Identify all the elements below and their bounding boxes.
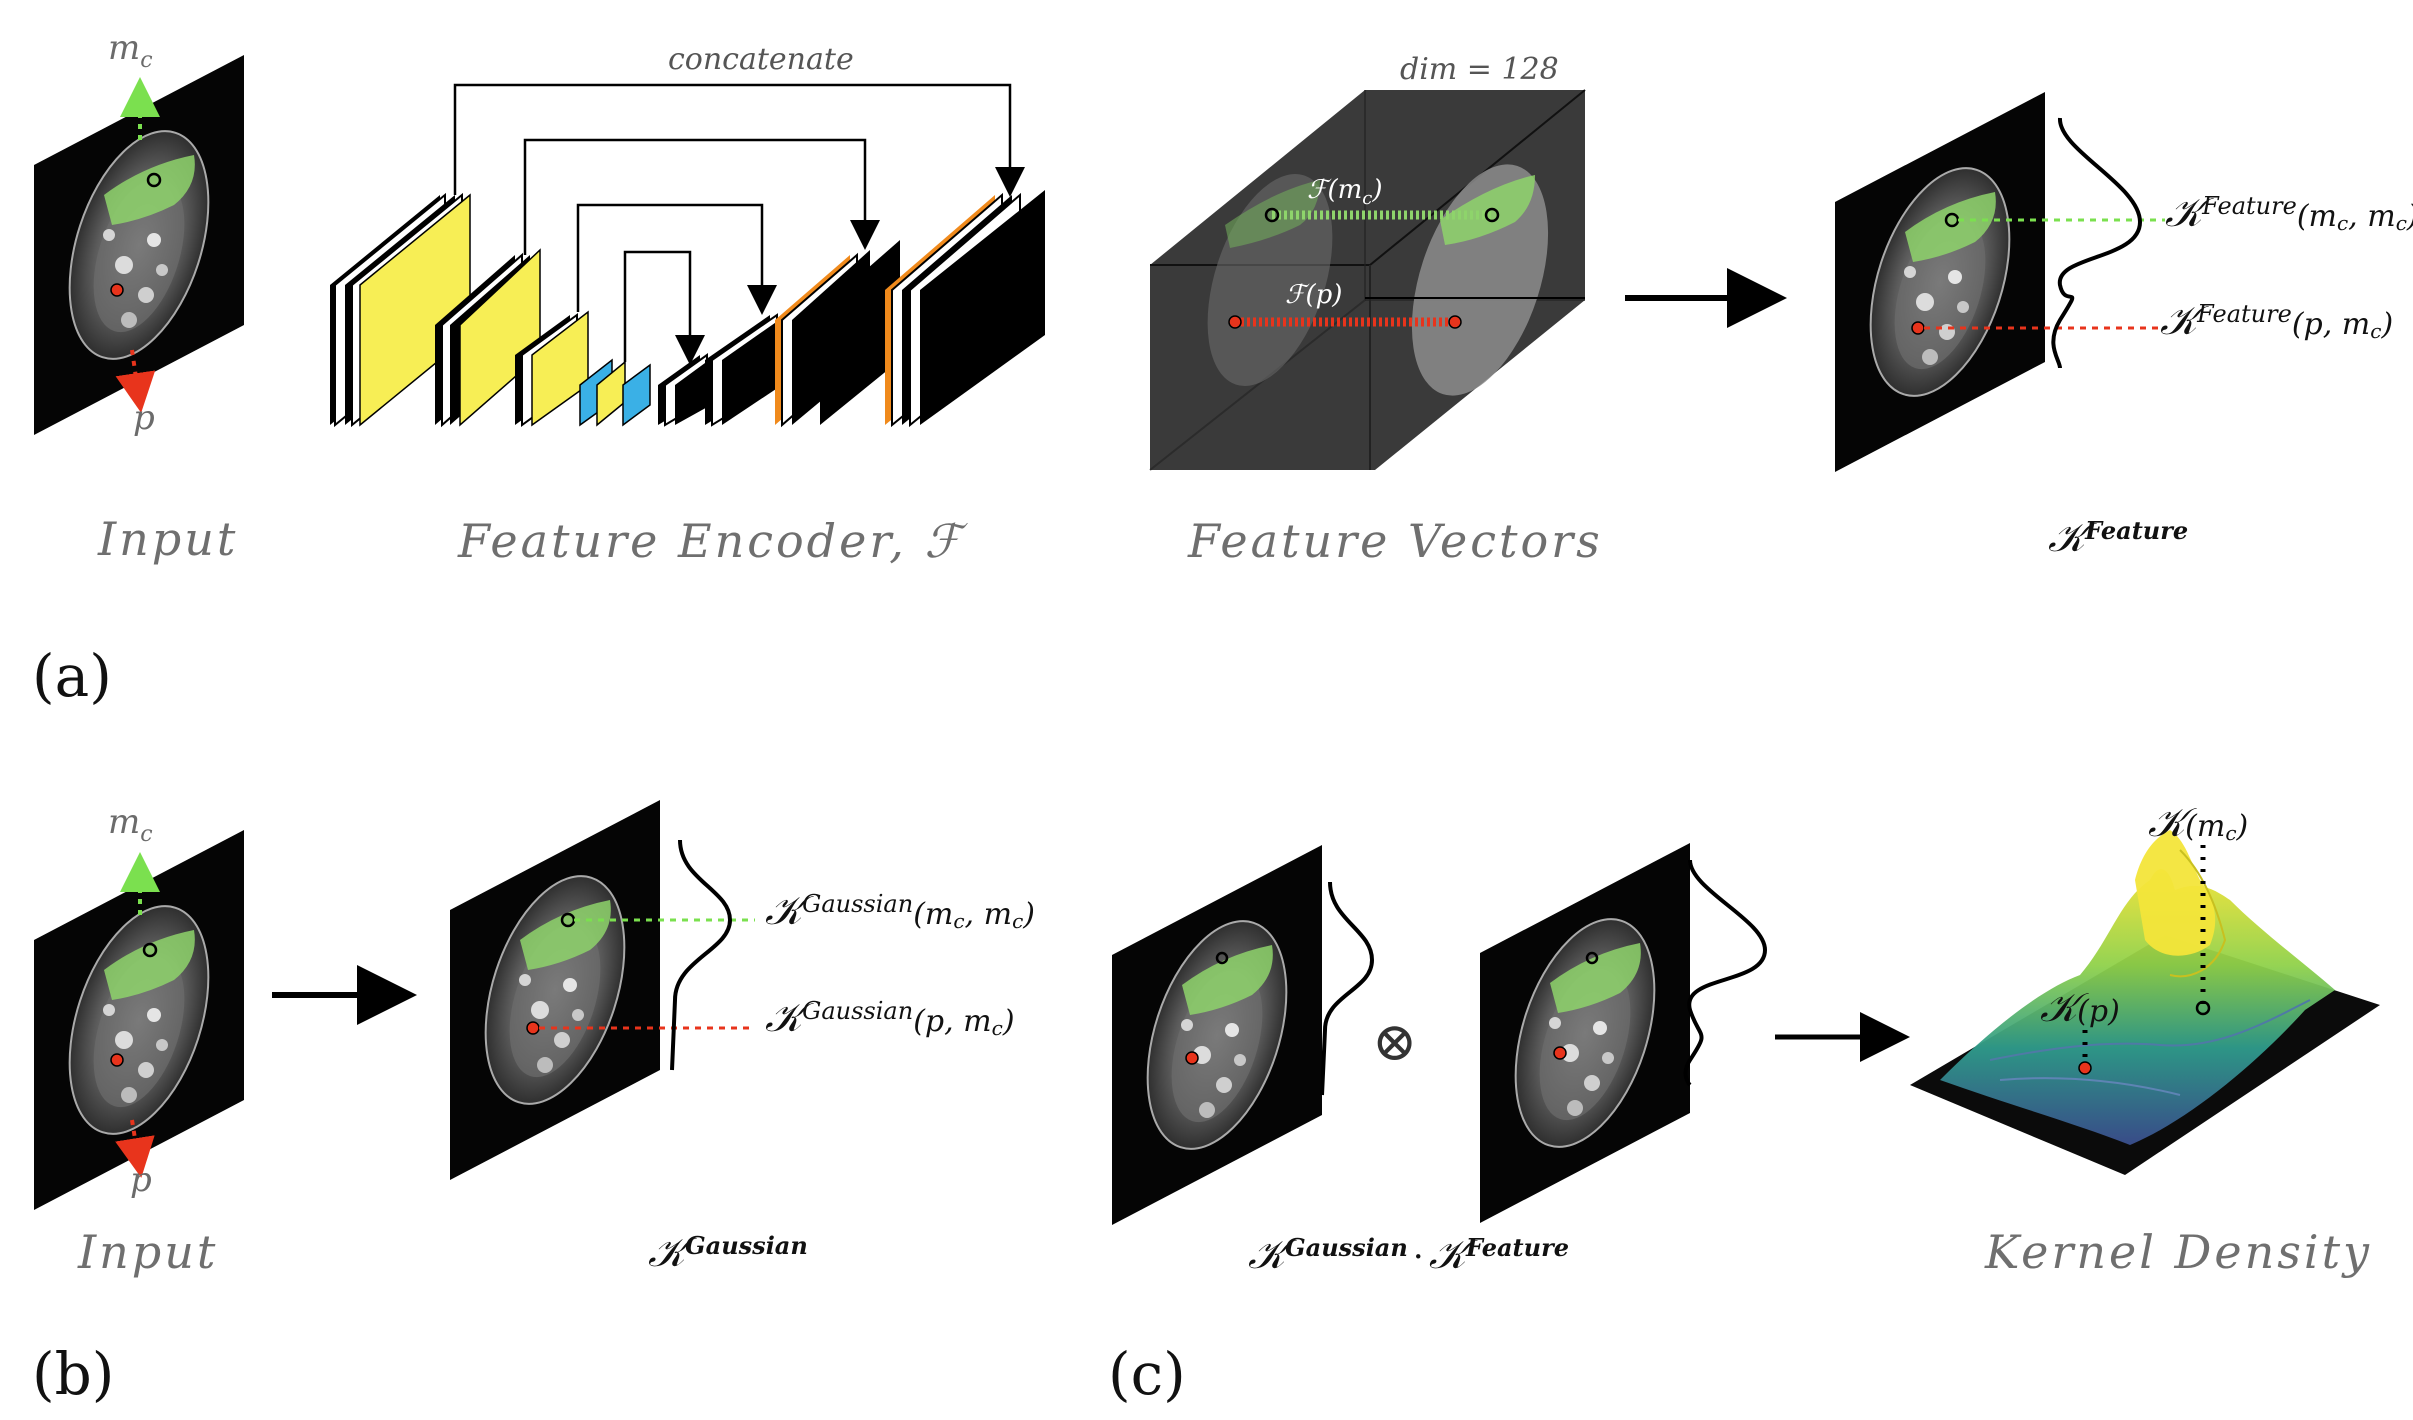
product-feature-slice [1479, 842, 1768, 1224]
kernel-feature-label: 𝒦Feature [2048, 515, 2189, 561]
kernel-feature-mc-label: 𝒦Feature(mc, mc) [2165, 190, 2413, 236]
point-p-label-a: p [133, 398, 155, 438]
input-ct-slice-a [33, 54, 245, 436]
feature-mc-label: ℱ(mc) [1307, 175, 1383, 210]
otimes-symbol: ⊗ [1372, 1010, 1418, 1073]
input-label-a: Input [98, 512, 239, 566]
skip-connections [453, 83, 1025, 365]
dim-label: dim = 128 [1400, 52, 1559, 87]
point-mc-label-a: mc [108, 28, 153, 73]
kde-p-label: 𝒦(p) [2040, 985, 2120, 1031]
product-gaussian-slice [1111, 844, 1375, 1226]
kde-mc-label: 𝒦(mc) [2148, 800, 2249, 846]
kernel-gaussian-p-label: 𝒦Gaussian(p, mc) [765, 995, 1015, 1041]
kernel-gaussian-mc-label: 𝒦Gaussian(mc, mc) [765, 888, 1035, 934]
kernel-feature-slice [1834, 91, 2165, 473]
feature-vectors-label: Feature Vectors [1188, 514, 1603, 568]
feature-vectors-cube [1149, 89, 1586, 471]
point-mc-label-b: mc [108, 802, 153, 847]
feature-p-label: ℱ(p) [1285, 280, 1343, 310]
panel-label-b: (b) [32, 1340, 115, 1408]
panel-label-c: (c) [1108, 1340, 1186, 1408]
concatenate-label: concatenate [668, 42, 854, 77]
kernel-gaussian-slice [449, 799, 755, 1181]
point-p-label-b: p [130, 1160, 152, 1200]
feature-encoder-label: Feature Encoder, ℱ [458, 514, 964, 568]
panel-label-a: (a) [32, 642, 112, 710]
kernel-density-label: Kernel Density [1985, 1225, 2373, 1279]
product-kernel-label: 𝒦Gaussian · 𝒦Feature [1248, 1232, 1569, 1278]
feature-encoder-layers [330, 190, 1045, 428]
kernel-density-surface [1910, 830, 2380, 1175]
kernel-gaussian-label: 𝒦Gaussian [648, 1230, 808, 1276]
input-label-b: Input [78, 1225, 219, 1279]
input-ct-slice-b [33, 829, 245, 1211]
kernel-feature-p-label: 𝒦Feature(p, mc) [2160, 298, 2394, 344]
